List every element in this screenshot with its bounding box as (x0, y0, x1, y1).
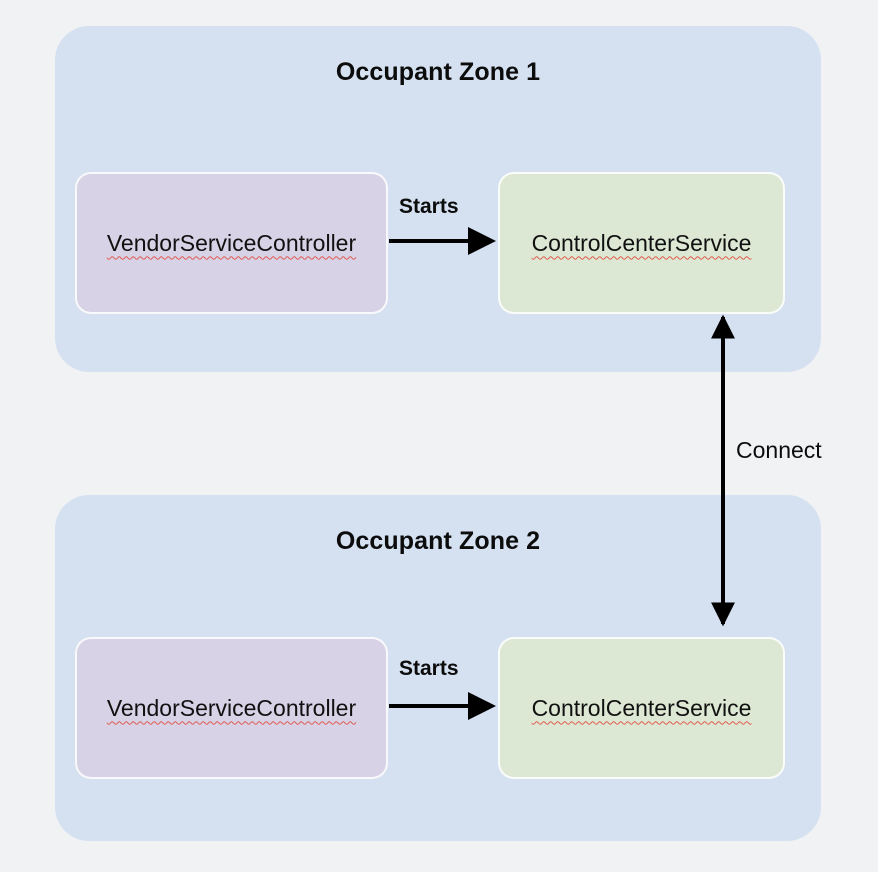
vendor-service-controller-node-zone-2[interactable]: VendorServiceController (75, 637, 388, 779)
starts-edge-label-zone-2: Starts (399, 657, 459, 680)
vendor-service-controller-label-zone-1: VendorServiceController (106, 229, 357, 256)
control-center-service-node-zone-1[interactable]: ControlCenterService (498, 172, 785, 314)
vendor-service-controller-label-zone-2: VendorServiceController (106, 694, 357, 721)
control-center-service-label-zone-1: ControlCenterService (531, 229, 752, 256)
control-center-service-node-zone-2[interactable]: ControlCenterService (498, 637, 785, 779)
vendor-service-controller-node-zone-1[interactable]: VendorServiceController (75, 172, 388, 314)
connect-edge-label: Connect (736, 437, 822, 463)
occupant-zone-2-title: Occupant Zone 2 (335, 527, 541, 555)
occupant-zone-1-title: Occupant Zone 1 (335, 58, 541, 86)
control-center-service-label-zone-2: ControlCenterService (531, 694, 752, 721)
starts-edge-label-zone-1: Starts (399, 195, 459, 218)
